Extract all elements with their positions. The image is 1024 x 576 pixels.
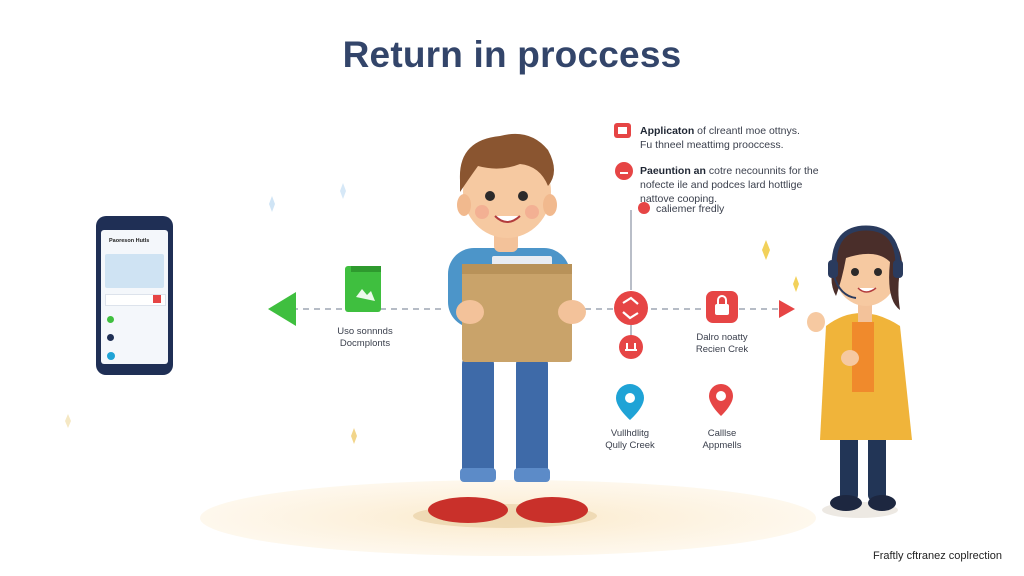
recycle-icon: [614, 291, 648, 325]
note-3: caliemer fredly: [656, 203, 725, 215]
page-title: Return in proccess: [342, 34, 682, 75]
phone-row: [105, 294, 166, 306]
phone-status-dot: [107, 352, 115, 360]
sparkle-icon: [65, 414, 71, 428]
phone-screen: Paoreson Hutls: [101, 230, 168, 364]
phone-title: Paoreson Hutls: [109, 238, 150, 244]
location-pin-icon: [616, 384, 644, 420]
phone-chart-card: [105, 254, 164, 288]
note-icon-3: [638, 202, 650, 214]
note-icon-2: [615, 162, 633, 180]
power-icon: [619, 335, 643, 359]
sparkle-icon: [351, 428, 357, 444]
sparkle-icon: [269, 196, 275, 212]
document-icon: [345, 266, 381, 312]
support-agent-illustration: [807, 225, 912, 518]
arrow-left-icon: [268, 292, 296, 326]
sparkle-icon: [762, 240, 770, 260]
arrow-right-icon: [779, 300, 795, 318]
phone-status-dot: [107, 316, 114, 323]
sparkle-icon: [340, 183, 346, 199]
phone-mockup: Paoreson Hutls: [96, 216, 173, 375]
note-icon-1: [614, 123, 631, 138]
map-pin-icon: [709, 384, 733, 416]
boy-illustration: [428, 133, 588, 523]
lock-icon: [706, 291, 738, 323]
note-1: Applicaton of clreantl moe ottnys.Fu thn…: [640, 125, 800, 151]
phone-badge: [153, 295, 161, 303]
footer-caption: Fraftly cftranez coplrection: [873, 550, 1002, 562]
sparkle-icon: [793, 276, 799, 292]
phone-status-dot: [107, 334, 114, 341]
